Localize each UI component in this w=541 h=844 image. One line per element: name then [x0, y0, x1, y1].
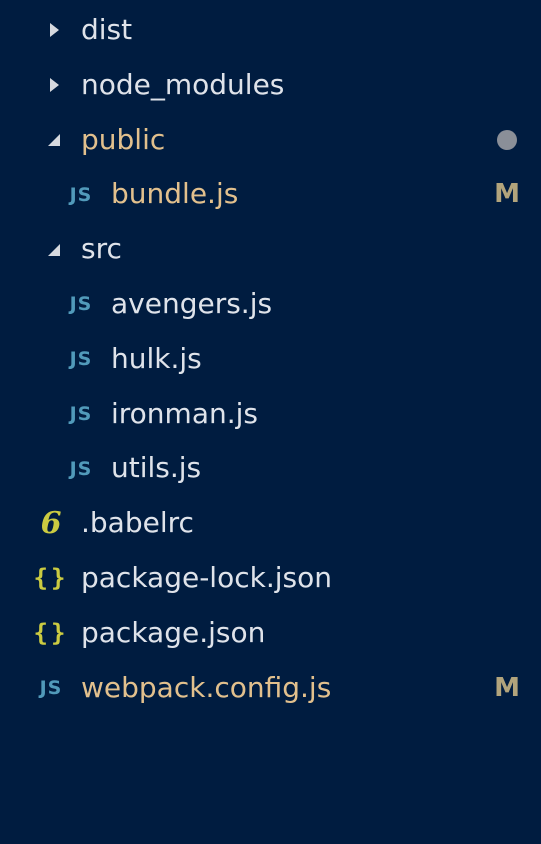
tree-item-label: .babelrc — [81, 506, 194, 540]
tree-item-webpack-config-js[interactable]: JS webpack.config.js M — [0, 661, 541, 716]
tree-item-babelrc[interactable]: 6 .babelrc — [0, 496, 541, 551]
tree-item-package-lock-json[interactable]: {} package-lock.json — [0, 551, 541, 606]
chevron-right-icon[interactable] — [44, 58, 64, 113]
tree-item-label: dist — [81, 13, 133, 46]
tree-item-label: ironman.js — [111, 396, 258, 430]
json-icon: {} — [33, 619, 69, 648]
tree-item-label: webpack.config.js — [81, 670, 332, 704]
tree-item-bundle-js[interactable]: JS bundle.js M — [0, 167, 541, 222]
tree-item-label: bundle.js — [111, 177, 239, 211]
tree-item-src[interactable]: src — [0, 222, 541, 277]
tree-item-hulk-js[interactable]: JS hulk.js — [0, 332, 541, 387]
tree-item-label: package.json — [81, 615, 266, 649]
tree-item-label: avengers.js — [111, 286, 273, 320]
git-status-badge: M — [494, 179, 520, 210]
tree-item-label: node_modules — [81, 67, 285, 101]
js-icon: JS — [69, 348, 93, 371]
js-icon: JS — [69, 457, 93, 480]
modified-dot-indicator — [497, 129, 517, 150]
tree-item-public[interactable]: public — [0, 113, 541, 168]
tree-item-node-modules[interactable]: node_modules — [0, 58, 541, 113]
tree-item-ironman-js[interactable]: JS ironman.js — [0, 387, 541, 442]
chevron-down-icon[interactable] — [44, 113, 64, 168]
js-icon: JS — [69, 183, 93, 206]
chevron-right-icon[interactable] — [44, 3, 64, 58]
git-status-badge: M — [494, 672, 520, 703]
tree-item-label: public — [81, 122, 166, 156]
js-icon: JS — [69, 402, 93, 425]
js-icon: JS — [39, 676, 63, 699]
tree-item-label: src — [81, 232, 122, 266]
chevron-down-icon[interactable] — [44, 222, 64, 277]
tree-item-label: utils.js — [111, 451, 202, 485]
tree-item-label: package-lock.json — [81, 560, 332, 594]
tree-item-avengers-js[interactable]: JS avengers.js — [0, 277, 541, 332]
json-icon: {} — [33, 564, 69, 593]
tree-item-package-json[interactable]: {} package.json — [0, 606, 541, 661]
tree-item-utils-js[interactable]: JS utils.js — [0, 441, 541, 496]
js-icon: JS — [69, 293, 93, 316]
babel-icon: 6 — [40, 506, 62, 542]
tree-item-dist[interactable]: dist — [0, 3, 541, 58]
tree-item-label: hulk.js — [111, 341, 202, 375]
